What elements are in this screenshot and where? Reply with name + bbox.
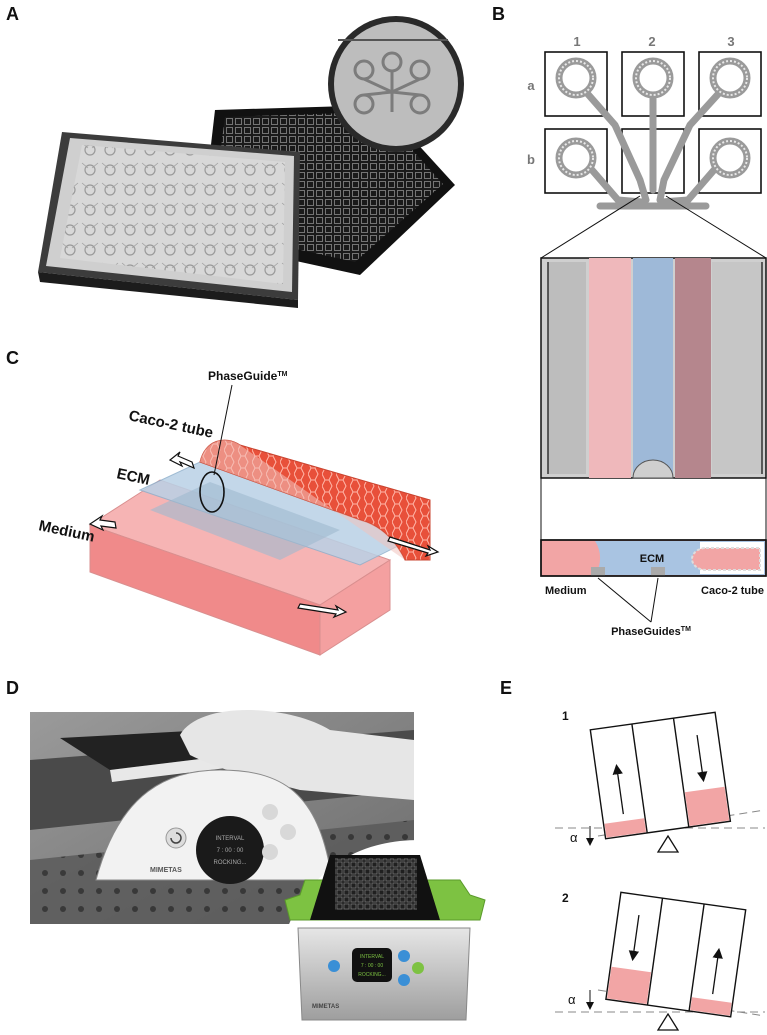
tube-label: Caco-2 tube — [127, 407, 215, 441]
small-screen-line-3: ROCKING... — [358, 972, 386, 978]
panel-letter-e: E — [500, 678, 513, 698]
magnified-inset — [328, 16, 464, 152]
well-box-3b — [698, 128, 762, 194]
rocker-screen — [196, 816, 264, 884]
medium-label: Medium — [37, 517, 96, 545]
panel-letter-c: C — [6, 348, 19, 368]
column-label-3: 3 — [727, 34, 734, 49]
panel-d-rocker-photo: INTERVAL 7 : 00 : 00 ROCKING... MIMETAS … — [30, 710, 530, 1035]
panel-letter-b: B — [492, 4, 505, 24]
panel-c-3d-diagram: PhaseGuideTM Caco-2 tube ECM Medium — [37, 369, 440, 656]
angle-alpha-1: α — [570, 830, 578, 845]
tilt-state-2: α — [555, 891, 766, 1031]
brand-label-small: MIMETAS — [312, 1004, 339, 1010]
panel-letter-a: A — [6, 4, 19, 24]
rocker-device-color: INTERVAL 7 : 00 : 00 ROCKING... MIMETAS — [284, 855, 486, 1021]
panel-b-chip-diagram: 1 2 3 a b — [527, 34, 767, 638]
panel-letter-d: D — [6, 678, 19, 698]
tilt-step-2-label: 2 — [562, 891, 569, 905]
phaseguide-label: PhaseGuideTM — [208, 369, 288, 383]
channel-cross-section: ECM Medium Caco-2 tube PhaseGuidesTM — [540, 539, 767, 638]
cross-section-ecm-label: ECM — [640, 553, 664, 565]
channel-micrograph — [540, 257, 767, 479]
small-screen-line-1: INTERVAL — [360, 954, 384, 960]
brand-label: MIMETAS — [150, 867, 182, 874]
column-label-1: 1 — [573, 34, 580, 49]
flow-arrow-tube-left — [168, 451, 195, 470]
panel-e-tilt-diagram: 1 2 α — [555, 709, 766, 1031]
flow-arrow-medium-right — [297, 603, 348, 619]
flow-arrow-medium-left — [88, 514, 117, 532]
well-box-1b — [544, 128, 608, 194]
tilt-step-1-label: 1 — [562, 709, 569, 723]
well-box-1a — [544, 51, 608, 117]
panel-a-plates-photo — [38, 16, 464, 308]
ecm-label: ECM — [115, 465, 151, 489]
column-label-2: 2 — [648, 34, 655, 49]
screen-line-2: 7 : 00 : 00 — [217, 848, 244, 854]
screen-line-1: INTERVAL — [216, 836, 245, 842]
cross-section-tube-label: Caco-2 tube — [701, 585, 764, 597]
row-label-b: b — [527, 152, 535, 167]
phaseguides-label: PhaseGuidesTM — [611, 626, 691, 638]
well-box-3a — [698, 51, 762, 117]
cross-section-medium-label: Medium — [545, 585, 587, 597]
small-screen — [352, 948, 392, 982]
small-screen-line-2: 7 : 00 : 00 — [361, 963, 383, 969]
grey-plate — [38, 132, 300, 308]
back-icon — [170, 832, 182, 844]
tilt-state-1: α — [555, 711, 766, 853]
screen-line-3: ROCKING... — [213, 860, 246, 866]
row-label-a: a — [527, 78, 535, 93]
angle-alpha-2: α — [568, 992, 576, 1007]
flow-arrow-tube-right — [387, 536, 440, 558]
